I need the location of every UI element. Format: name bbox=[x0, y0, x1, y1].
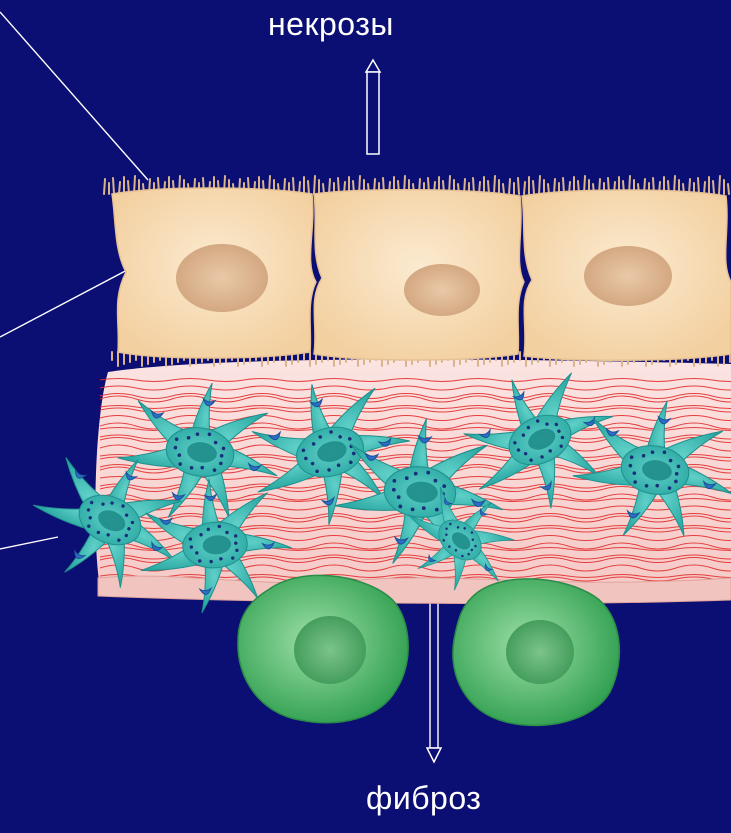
nucleus-1 bbox=[176, 244, 268, 312]
round-cell-right-nucleus bbox=[506, 620, 574, 684]
epithelial-cell-2 bbox=[314, 190, 524, 360]
nucleus-2 bbox=[404, 264, 480, 316]
pointer-line-cell-junction bbox=[0, 268, 131, 337]
round-cell-left bbox=[238, 575, 408, 722]
necrosis-label: некрозы bbox=[268, 6, 394, 43]
epithelial-cell-1 bbox=[112, 188, 316, 358]
epithelial-cell-3 bbox=[522, 190, 731, 360]
pointer-line-microvilli bbox=[0, 12, 148, 180]
arrow-up bbox=[366, 60, 380, 154]
round-cell-right bbox=[453, 579, 619, 726]
round-cell-left-nucleus bbox=[294, 616, 366, 684]
fibrosis-label: фиброз bbox=[366, 780, 481, 817]
pointer-line-stellate-cell bbox=[0, 537, 58, 549]
nucleus-3 bbox=[584, 246, 672, 306]
epithelial-cell-layer bbox=[104, 176, 731, 366]
